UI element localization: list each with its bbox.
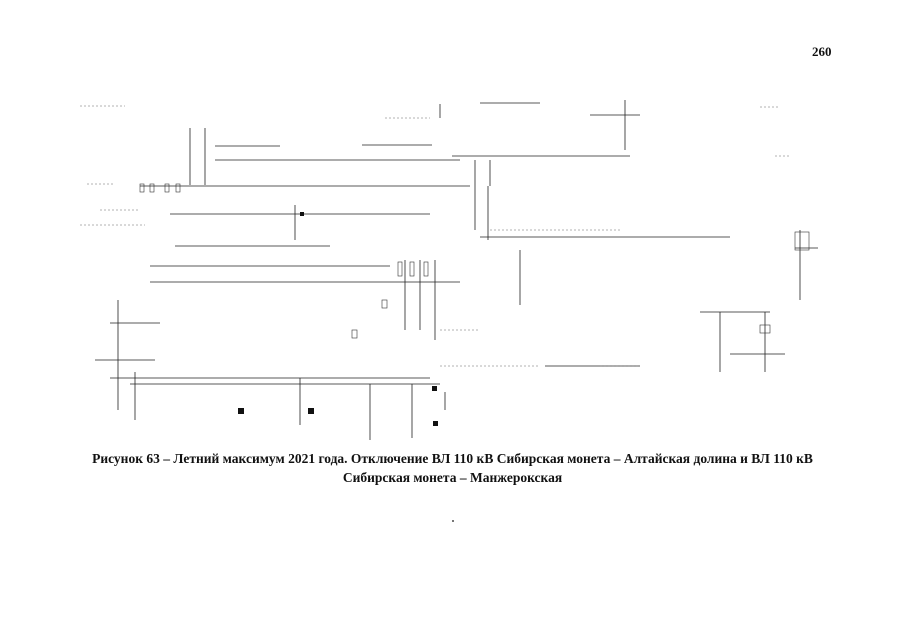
caption-line-1: Рисунок 63 – Летний максимум 2021 года. … bbox=[92, 451, 813, 466]
switch-marks bbox=[139, 183, 810, 339]
bus-lines bbox=[95, 100, 818, 440]
figure-caption: Рисунок 63 – Летний максимум 2021 года. … bbox=[40, 449, 865, 487]
thin-lines bbox=[80, 105, 790, 367]
single-line-diagram bbox=[80, 100, 818, 440]
scan-speck bbox=[452, 520, 454, 522]
page-number: 260 bbox=[812, 44, 832, 59]
generator-marks bbox=[238, 212, 438, 426]
caption-line-2: Сибирская монета – Манжерокская bbox=[342, 470, 563, 485]
